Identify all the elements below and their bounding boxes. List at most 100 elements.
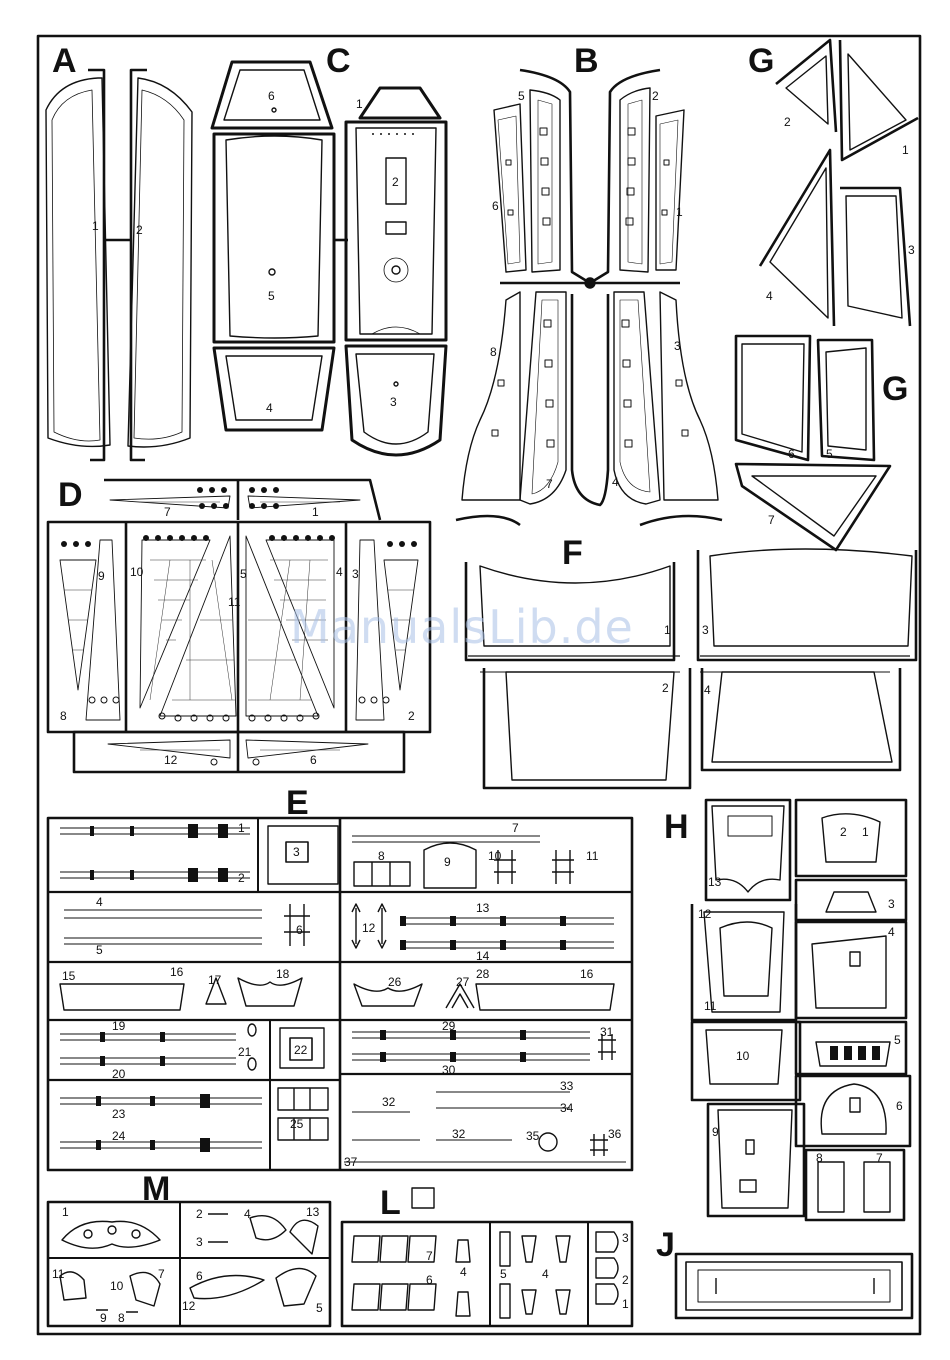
part-number: 16 — [580, 967, 594, 981]
part-number: 1 — [356, 97, 363, 111]
part-number: 4 — [704, 683, 711, 697]
part-number: 11 — [704, 999, 717, 1013]
part-number: 32 — [452, 1127, 466, 1141]
part-number: 6 — [426, 1273, 433, 1287]
part-number: 18 — [276, 967, 290, 981]
part-number: 32 — [382, 1095, 396, 1109]
part-number: 10 — [130, 565, 144, 579]
group-c-decks — [210, 60, 448, 457]
sheet-frame — [36, 34, 922, 1336]
group-g-triangular-sails — [734, 38, 919, 552]
part-number: 7 — [164, 505, 171, 519]
part-number: 2 — [662, 681, 669, 695]
part-number: 6 — [310, 753, 317, 767]
part-number: 3 — [622, 1231, 629, 1245]
part-number: 24 — [112, 1129, 126, 1143]
part-number: 6 — [268, 89, 275, 103]
part-number: 6 — [788, 447, 795, 461]
part-number: 23 — [112, 1107, 126, 1121]
part-number: 12 — [164, 753, 178, 767]
part-number: 3 — [908, 243, 915, 257]
part-number: 16 — [170, 965, 184, 979]
part-number: 26 — [388, 975, 402, 989]
group-letter-b: B — [574, 42, 599, 80]
group-l-windows — [340, 1187, 634, 1328]
part-number: 8 — [490, 345, 497, 359]
part-number: 21 — [238, 1045, 252, 1059]
part-number: 13 — [476, 901, 490, 915]
part-number: 1 — [92, 219, 99, 233]
group-letter-h: H — [664, 808, 689, 846]
group-letter-m: M — [142, 1170, 171, 1208]
part-number: 1 — [902, 143, 909, 157]
part-number: 5 — [500, 1267, 507, 1281]
part-number: 7 — [768, 513, 775, 527]
part-number: 34 — [560, 1101, 574, 1115]
part-number: 9 — [100, 1311, 107, 1325]
part-number: 1 — [238, 821, 245, 835]
part-number: 8 — [60, 709, 67, 723]
part-number: 10 — [736, 1049, 750, 1063]
part-number: 15 — [62, 969, 76, 983]
part-number: 22 — [294, 1043, 308, 1057]
part-number: 4 — [542, 1267, 549, 1281]
part-number: 14 — [476, 949, 490, 963]
part-number: 3 — [352, 567, 359, 581]
part-number: 6 — [296, 923, 303, 937]
part-number: 1 — [622, 1297, 629, 1311]
part-number: 2 — [136, 223, 143, 237]
group-letter-j: J — [656, 1226, 675, 1264]
part-number: 5 — [826, 447, 833, 461]
part-number: 10 — [488, 849, 502, 863]
part-number: 4 — [612, 475, 619, 489]
group-letter-g-lower: G — [882, 370, 909, 408]
part-number: 6 — [196, 1269, 203, 1283]
part-number: 4 — [266, 401, 273, 415]
part-number: 3 — [702, 623, 709, 637]
group-j-nameplate — [674, 1252, 914, 1320]
part-number: 3 — [196, 1235, 203, 1249]
part-number: 2 — [784, 115, 791, 129]
part-number: 5 — [240, 567, 247, 581]
group-a-hull-halves — [45, 68, 193, 462]
part-number: 12 — [182, 1299, 196, 1313]
group-f-square-sails — [464, 548, 918, 790]
watermark-text: ManualsLib.de — [290, 600, 634, 654]
part-number: 1 — [62, 1205, 69, 1219]
part-number: 13 — [708, 875, 722, 889]
part-number: 7 — [426, 1249, 433, 1263]
part-number: 19 — [112, 1019, 126, 1033]
part-number: 11 — [228, 595, 241, 609]
group-letter-l: L — [380, 1184, 401, 1222]
part-number: 30 — [442, 1063, 456, 1077]
part-number: 5 — [894, 1033, 901, 1047]
part-number: 36 — [608, 1127, 622, 1141]
group-letter-d: D — [58, 476, 83, 514]
part-number: 7 — [876, 1151, 883, 1165]
part-number: 4 — [888, 925, 895, 939]
part-number: 3 — [390, 395, 397, 409]
part-number: 2 — [622, 1273, 629, 1287]
group-h-stern-parts — [690, 798, 912, 1222]
part-number: 5 — [316, 1301, 323, 1315]
part-number: 9 — [712, 1125, 719, 1139]
group-letter-g: G — [748, 42, 775, 80]
part-number: 8 — [118, 1311, 125, 1325]
part-number: 7 — [158, 1267, 165, 1281]
group-letter-a: A — [52, 42, 77, 80]
part-number: 20 — [112, 1067, 126, 1081]
part-number: 3 — [293, 845, 300, 859]
part-number: 7 — [512, 821, 519, 835]
part-number: 4 — [96, 895, 103, 909]
part-number: 2 — [196, 1207, 203, 1221]
part-number: 8 — [378, 849, 385, 863]
part-number: 12 — [362, 921, 376, 935]
part-number: 1 — [862, 825, 869, 839]
group-letter-e: E — [286, 784, 309, 822]
part-number: 10 — [110, 1279, 124, 1293]
group-letter-f: F — [562, 534, 583, 572]
part-number: 4 — [336, 565, 343, 579]
part-number: 28 — [476, 967, 490, 981]
part-number: 2 — [652, 89, 659, 103]
